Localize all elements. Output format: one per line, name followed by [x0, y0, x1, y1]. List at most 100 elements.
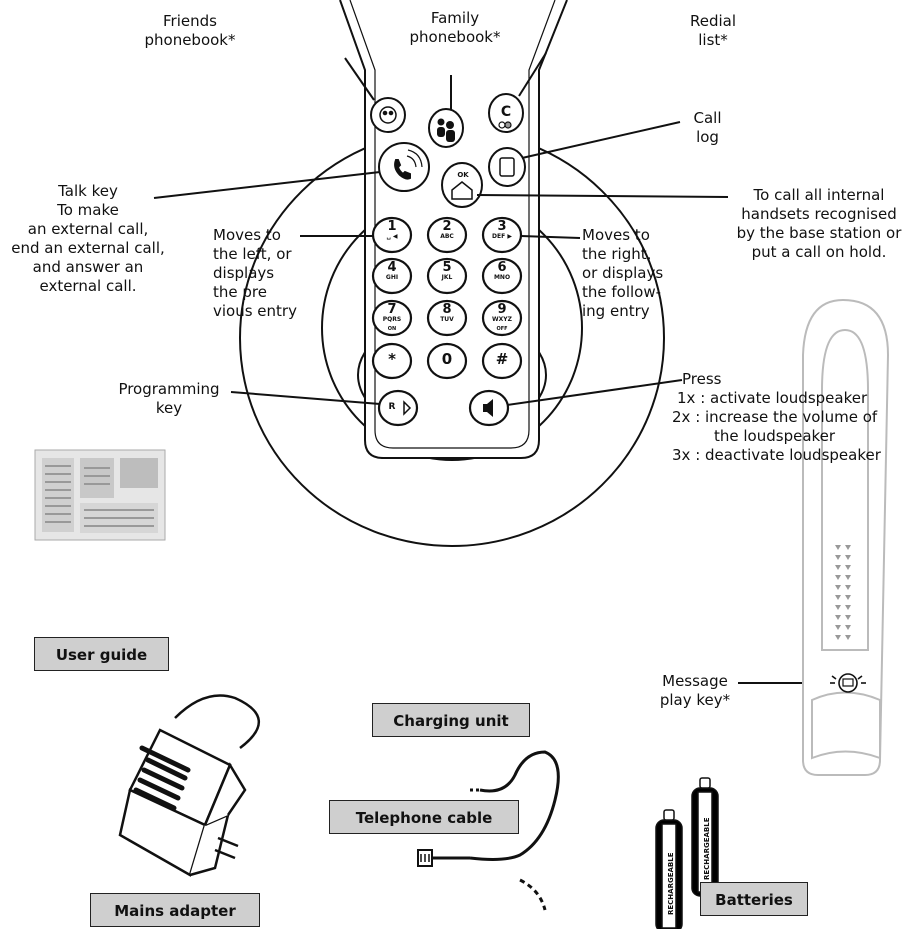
- label-line: the follow-: [582, 283, 662, 301]
- keypad-key[interactable]: 0: [428, 346, 466, 368]
- leader-lines: [153, 52, 848, 684]
- friends-phonebook-key[interactable]: [370, 97, 406, 133]
- keypad-key-number: 2: [442, 219, 452, 234]
- keypad-key-number: 7: [387, 302, 397, 317]
- r-key-text: R: [388, 402, 396, 412]
- label-line: Redial: [689, 12, 737, 30]
- keypad-key-number: *: [388, 350, 396, 368]
- keypad-key[interactable]: #: [483, 346, 521, 368]
- label-line: 2x : increase the volume of: [672, 408, 878, 426]
- keypad-key-letters: WXYZ: [492, 316, 512, 323]
- batteries-box: Batteries: [700, 882, 808, 916]
- telephone-cable-image: [417, 750, 560, 911]
- keypad-key-number: 8: [442, 302, 452, 317]
- label-line: the right,: [582, 245, 652, 263]
- off-key-text: OFF: [496, 326, 508, 332]
- keypad-key-letters: PQRS: [382, 316, 402, 323]
- telephone-cable-box: Telephone cable: [329, 800, 519, 834]
- label-line: Family: [430, 9, 480, 27]
- keypad-key-letters: ABC: [440, 233, 454, 240]
- message-play-key-label: Message play key*: [650, 672, 740, 710]
- label-line: Call: [693, 109, 722, 127]
- batteries-image: RECHARGEABLE RECHARGEABLE: [655, 777, 719, 929]
- label-line: an external call,: [27, 220, 149, 238]
- label-line: Moves to: [582, 226, 650, 244]
- user-guide-box: User guide: [34, 637, 169, 671]
- programming-key-label: Programming key: [108, 380, 230, 418]
- keypad-key-number: 6: [497, 260, 507, 275]
- label-line: Moves to: [213, 226, 281, 244]
- label-line: Friends: [163, 12, 217, 30]
- family-phonebook-key[interactable]: [428, 108, 464, 148]
- label-line: external call.: [39, 277, 137, 295]
- programming-key-arrow: [403, 400, 412, 416]
- label-line: the left, or: [213, 245, 292, 263]
- keypad-key-number: 9: [497, 302, 507, 317]
- message-play-key[interactable]: [830, 673, 866, 693]
- keypad-key-number: #: [495, 350, 509, 368]
- ok-intercom-key[interactable]: [441, 162, 483, 208]
- label-line: To call all internal: [753, 186, 885, 204]
- label-line: ing entry: [582, 302, 650, 320]
- battery-label-1: RECHARGEABLE: [703, 817, 711, 880]
- keypad-key-number: 5: [442, 260, 452, 275]
- label-line: log: [696, 128, 719, 146]
- label-line: handsets recognised: [741, 205, 897, 223]
- keypad-key-letters: TUV: [440, 316, 454, 323]
- keypad-key-number: 0: [441, 350, 453, 368]
- label-line: Message: [662, 672, 728, 690]
- moves-right-label: Moves to the right, or displays the foll…: [582, 226, 678, 321]
- keypad-key-number: 1: [387, 219, 397, 234]
- label-line: Programming: [118, 380, 220, 398]
- on-key-text: ON: [387, 326, 397, 332]
- label-line: and answer an: [32, 258, 144, 276]
- keypad-key-letters: JKL: [441, 274, 453, 281]
- user-guide-image: [34, 449, 166, 541]
- label-line: end an external call,: [11, 239, 165, 257]
- label-line: vious entry: [213, 302, 297, 320]
- label-line: play key*: [659, 691, 731, 709]
- keypad-key[interactable]: *: [373, 346, 411, 368]
- handset-buttons: C: [370, 93, 526, 208]
- talk-key[interactable]: [378, 142, 430, 192]
- loudspeaker-key-icon: [483, 399, 493, 417]
- handset-back: [802, 298, 890, 776]
- mains-adapter-box: Mains adapter: [90, 893, 260, 927]
- label-line: Press: [682, 370, 722, 388]
- label-line: phonebook*: [409, 28, 501, 46]
- label-line: Talk key: [58, 182, 118, 200]
- label-line: phonebook*: [144, 31, 236, 49]
- label-line: key: [155, 399, 183, 417]
- label-line: put a call on hold.: [751, 243, 887, 261]
- keypad-key-number: 3: [497, 219, 507, 234]
- label-line: list*: [698, 31, 728, 49]
- label-line: 3x : deactivate loudspeaker: [672, 446, 881, 464]
- mains-adapter-image: [118, 694, 260, 877]
- keypad-key[interactable]: 1␣ ◀: [373, 220, 411, 240]
- label-line: by the base station or: [736, 224, 902, 242]
- call-log-key[interactable]: [488, 147, 526, 187]
- svg-text:C: C: [501, 104, 511, 120]
- charging-unit-box: Charging unit: [372, 703, 530, 737]
- redial-list-label: Redial list*: [676, 12, 750, 50]
- loudspeaker-label: Press 1x : activate loudspeaker 2x : inc…: [672, 370, 912, 465]
- keypad-key-number: 4: [387, 260, 397, 275]
- keypad-key-letters: MNO: [493, 274, 511, 281]
- label-line: the loudspeaker: [714, 427, 836, 445]
- battery-label-2: RECHARGEABLE: [667, 852, 675, 915]
- ok-key-text: OK: [457, 171, 469, 179]
- speaker-grille: [835, 545, 851, 640]
- redial-list-key[interactable]: C: [488, 93, 524, 133]
- label-line: To make: [57, 201, 119, 219]
- call-log-label: Call log: [680, 109, 735, 147]
